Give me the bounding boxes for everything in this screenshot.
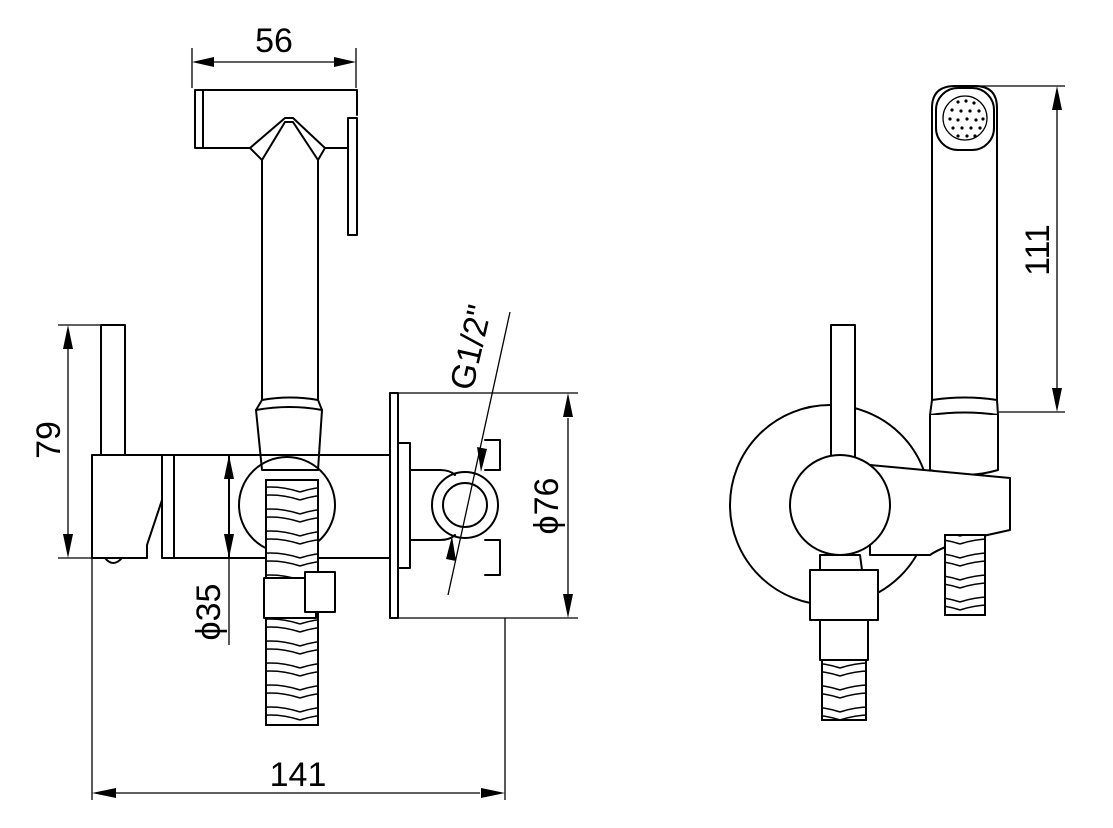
dim-79-label: 79 <box>30 421 68 459</box>
handset-grip <box>255 396 323 471</box>
dim-79: 79 <box>30 324 100 559</box>
handset-head <box>194 89 358 401</box>
dim-phi76-label: ϕ76 <box>528 478 566 535</box>
dim-thread-label: G1/2" <box>443 301 499 393</box>
hose <box>263 479 336 726</box>
front-arm <box>869 464 1011 556</box>
front-bottom-connector <box>809 554 879 721</box>
dim-111: 111 <box>960 85 1065 413</box>
lever <box>91 324 163 564</box>
dim-141: 141 <box>91 558 506 800</box>
front-hose-right <box>944 534 986 616</box>
dim-phi35-label: ϕ35 <box>190 584 228 641</box>
dim-111-label: 111 <box>1019 224 1057 276</box>
wall-plate <box>389 392 501 619</box>
side-view: 56 79 ϕ35 141 G1/2" <box>30 22 578 800</box>
spray-holes <box>948 99 985 138</box>
dim-phi76: ϕ76 <box>398 392 578 619</box>
dim-phi35: ϕ35 <box>190 455 234 645</box>
dim-56-label: 56 <box>255 22 293 60</box>
dim-141-label: 141 <box>270 756 327 794</box>
dim-56: 56 <box>191 22 357 88</box>
front-view: 111 <box>729 85 1065 721</box>
front-handset <box>929 85 999 476</box>
front-lever <box>830 324 856 461</box>
front-knob <box>789 454 891 556</box>
